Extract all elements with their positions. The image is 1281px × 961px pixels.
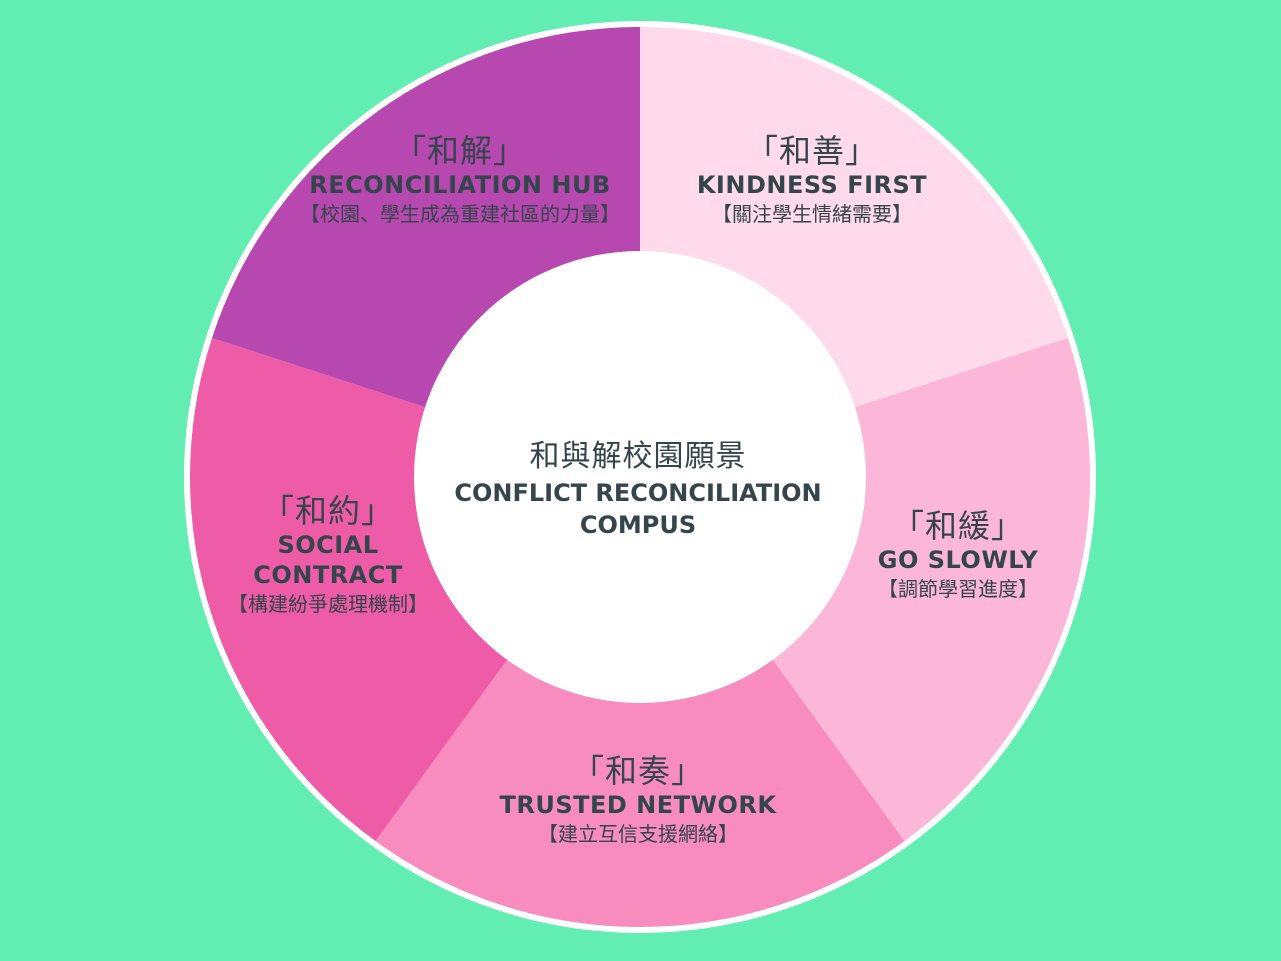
segment-trusted-network [375, 656, 905, 927]
segment-reconciliation-hub [212, 27, 640, 409]
segment-label-reconciliation-hub: 「和解」 RECONCILIATION HUB 【校園、學生成為重建社區的力量】 [300, 132, 620, 228]
network-title-en: TRUSTED NETWORK [499, 791, 777, 819]
center-title-cn: 和與解校園願景 [529, 439, 747, 474]
center-title-en-line1: CONFLICT RECONCILIATION [454, 479, 822, 507]
segment-label-trusted-network: 「和奏」 TRUSTED NETWORK 【建立互信支援網絡】 [500, 752, 777, 848]
segment-label-kindness-first: 「和善」 KINDNESS FIRST 【關注學生情緒需要】 [697, 132, 927, 228]
hub-title-en: RECONCILIATION HUB [309, 171, 611, 199]
kindness-subtitle-cn: 【關注學生情緒需要】 [711, 202, 912, 226]
contract-title-en-line2: CONTRACT [253, 561, 403, 589]
slowly-subtitle-cn: 【調節學習進度】 [878, 577, 1038, 601]
contract-title-en-line1: SOCIAL [277, 531, 379, 559]
slowly-title-cn: 「和緩」 [891, 507, 1024, 545]
segment-go-slowly [770, 337, 1091, 842]
network-subtitle-cn: 【建立互信支援網絡】 [537, 822, 738, 846]
center-label: 和與解校園願景 CONFLICT RECONCILIATION COMPUS [454, 437, 821, 541]
center-circle [414, 251, 866, 703]
slowly-title-en: GO SLOWLY [877, 546, 1039, 574]
center-title-en-line2: COMPUS [579, 511, 697, 539]
segment-social-contract [189, 337, 510, 842]
contract-title-cn: 「和約」 [261, 492, 394, 530]
kindness-title-cn: 「和善」 [745, 132, 879, 170]
segment-label-social-contract: 「和約」 SOCIAL CONTRACT 【構建紛爭處理機制】 [228, 492, 428, 618]
segment-kindness-first [640, 27, 1068, 409]
contract-subtitle-cn: 【構建紛爭處理機制】 [228, 592, 428, 616]
kindness-title-en: KINDNESS FIRST [696, 171, 928, 199]
hub-subtitle-cn: 【校園、學生成為重建社區的力量】 [300, 202, 620, 226]
hub-title-cn: 「和解」 [393, 132, 526, 170]
segment-label-go-slowly: 「和緩」 GO SLOWLY 【調節學習進度】 [878, 507, 1039, 603]
network-title-cn: 「和奏」 [571, 752, 705, 790]
